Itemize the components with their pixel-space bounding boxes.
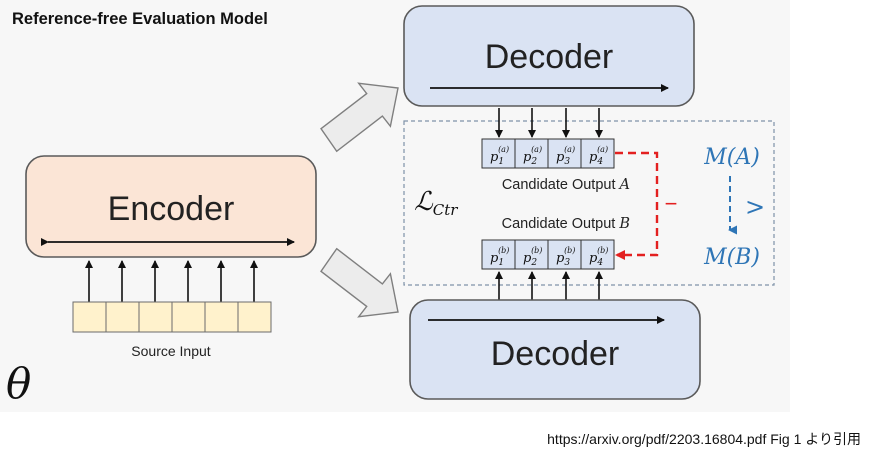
metric-a: M(A) [703,145,760,170]
encoder-box [25,155,317,258]
figure-title: Reference-free Evaluation Model [12,10,268,28]
candidate-b-token-cell [481,239,516,270]
source-to-encoder-arrows [85,260,258,302]
candidate-b-token: p1(b) [490,246,509,268]
candidate-a-tokens: p1(a) p2(a) p3(a) p4(a) [481,138,615,169]
candidate-b-token-cell [547,239,582,270]
loss-minus-sign: − [665,191,678,216]
decoder-to-candidate-b-arrows [495,271,603,300]
metric-b: M(B) [703,245,760,270]
source-input-cell [237,301,272,333]
source-caption: https://arxiv.org/pdf/2203.16804.pdf Fig… [547,431,861,447]
candidate-b-label: Candidate Output B [502,216,631,232]
candidate-b-token-cell [580,239,615,270]
top-decoder-label: Decoder [485,38,614,76]
candidate-b-token: p3(b) [556,246,575,268]
candidate-a-token: p4(a) [589,145,608,167]
theta-symbol: θ [6,359,31,408]
top-decoder-box [403,5,695,107]
decoder-to-candidate-a-arrows [495,108,603,138]
encoder-to-bottom-decoder-arrow [320,247,399,318]
bottom-decoder-label: Decoder [491,335,620,373]
source-input-cells [72,301,272,333]
source-input-cell [72,301,107,333]
candidate-a-token: p1(a) [490,145,509,167]
candidate-a-label: Candidate Output A [502,177,630,193]
encoder-to-top-decoder-arrow [320,82,399,153]
source-input-cell [138,301,173,333]
candidate-b-token: p2(b) [523,246,542,268]
loss-connector-arrow [615,151,659,260]
contrastive-region [403,120,775,286]
metric-greater-sign: > [745,193,765,221]
contrastive-loss-symbol: ℒCtr [414,187,458,219]
source-input-label: Source Input [131,343,210,359]
candidate-a-token-cell [481,138,516,169]
source-input-cell [105,301,140,333]
candidate-b-token: p4(b) [589,246,608,268]
encoder-label: Encoder [108,190,235,228]
candidate-a-token-cell [580,138,615,169]
bottom-decoder-box [409,299,701,400]
source-input-cell [204,301,239,333]
candidate-a-token: p3(a) [556,145,575,167]
candidate-b-tokens: p1(b) p2(b) p3(b) p4(b) [481,239,615,270]
candidate-a-token: p2(a) [523,145,542,167]
source-input-cell [171,301,206,333]
